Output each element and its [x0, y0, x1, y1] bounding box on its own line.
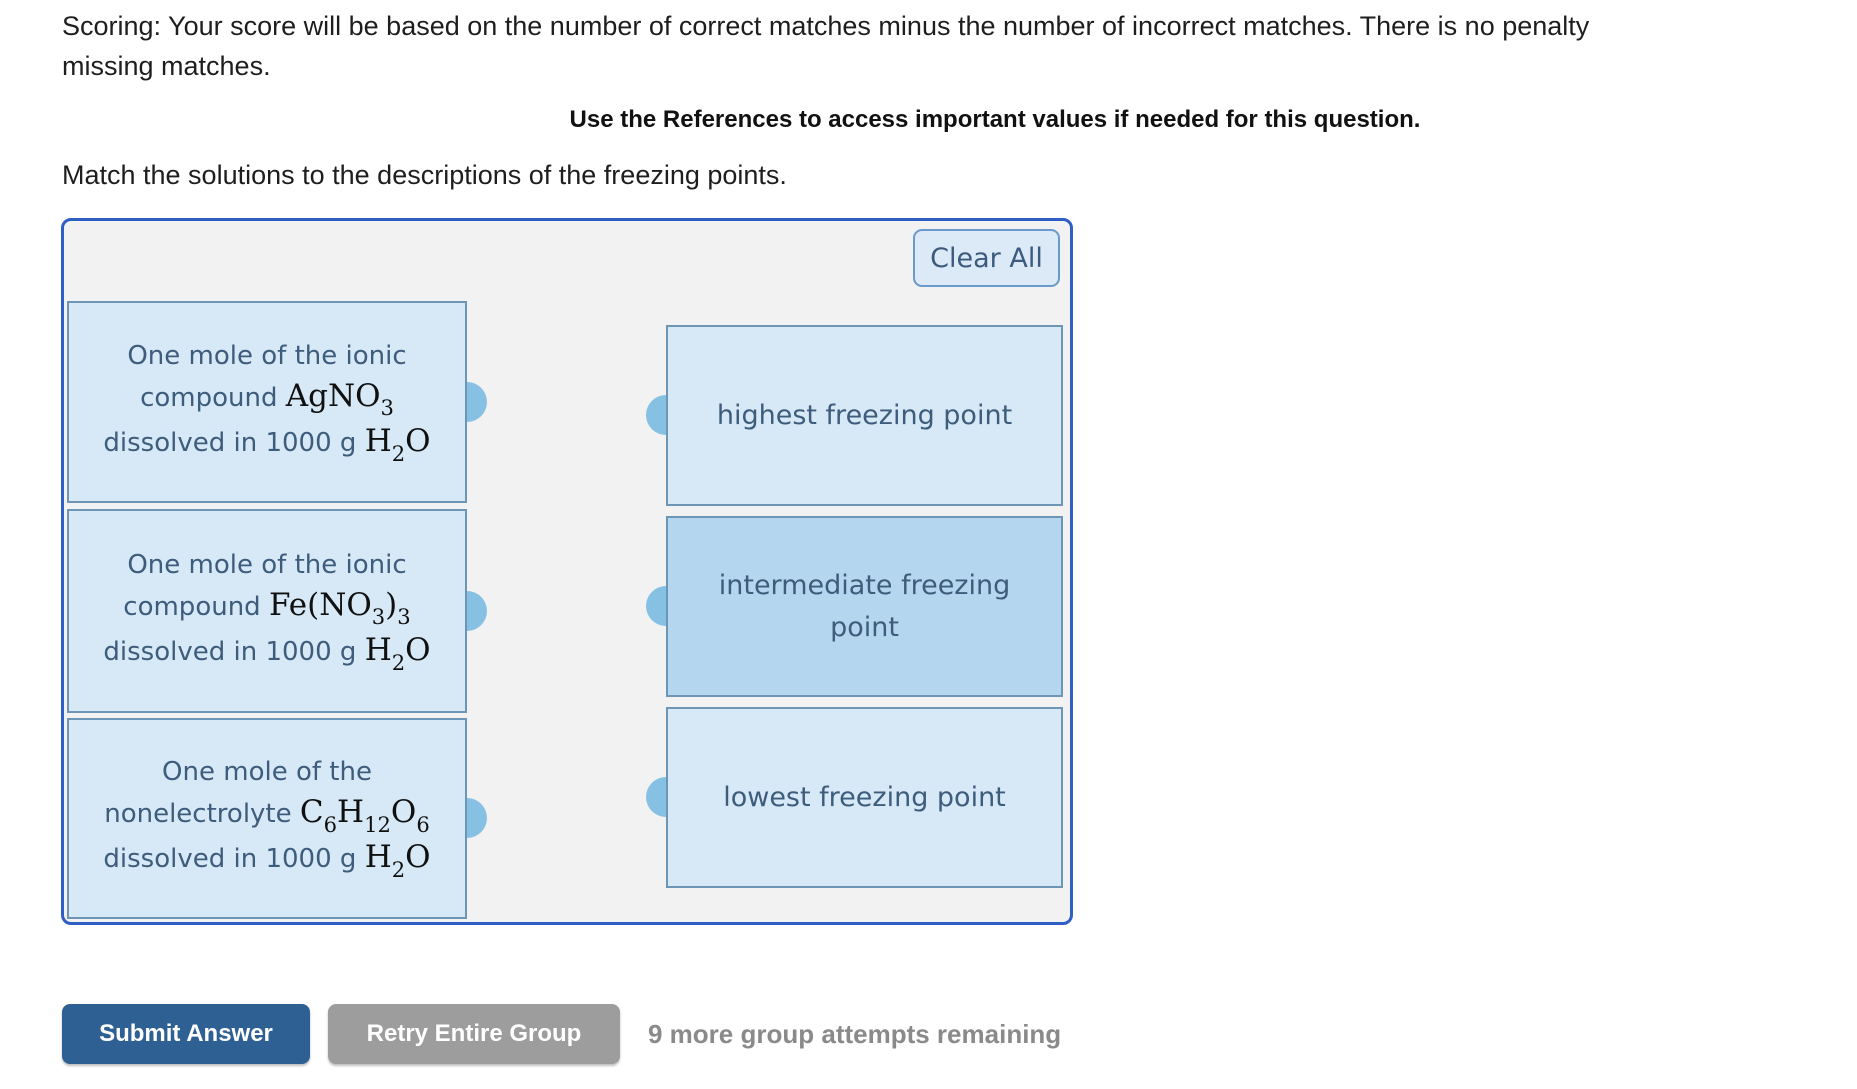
match-target-highest[interactable]: highest freezing point [666, 325, 1063, 506]
matching-board: Clear All One mole of the ionic compound… [61, 218, 1073, 925]
match-source-agno3-text: One mole of the ionic compound AgNO3 dis… [103, 340, 431, 466]
question-prompt: Match the solutions to the descriptions … [62, 160, 787, 190]
scoring-line-2: missing matches. [62, 51, 271, 81]
match-source-feno33[interactable]: One mole of the ionic compound Fe(NO3)3 … [67, 509, 467, 713]
submit-answer-button[interactable]: Submit Answer [62, 1004, 310, 1064]
match-source-agno3[interactable]: One mole of the ionic compound AgNO3 dis… [67, 301, 467, 503]
attempts-remaining-text: 9 more group attempts remaining [648, 1019, 1062, 1049]
scoring-instructions: Scoring: Your score will be based on the… [62, 6, 1857, 86]
match-target-intermediate[interactable]: intermediate freezing point [666, 516, 1063, 697]
references-note: Use the References to access important v… [569, 106, 1421, 133]
match-target-highest-label: highest freezing point [716, 399, 1013, 431]
match-source-c6h12o6[interactable]: One mole of the nonelectrolyte C6H12O6 d… [67, 718, 467, 919]
retry-entire-group-button[interactable]: Retry Entire Group [328, 1004, 620, 1064]
match-target-lowest[interactable]: lowest freezing point [666, 707, 1063, 888]
scoring-line-1: Scoring: Your score will be based on the… [62, 11, 1590, 41]
match-source-c6h12o6-text: One mole of the nonelectrolyte C6H12O6 d… [103, 757, 431, 883]
match-source-feno33-text: One mole of the ionic compound Fe(NO3)3 … [103, 549, 431, 675]
match-target-intermediate-label: intermediate freezing point [718, 569, 1011, 643]
clear-all-button[interactable]: Clear All [913, 229, 1060, 287]
match-target-lowest-label: lowest freezing point [723, 781, 1006, 813]
